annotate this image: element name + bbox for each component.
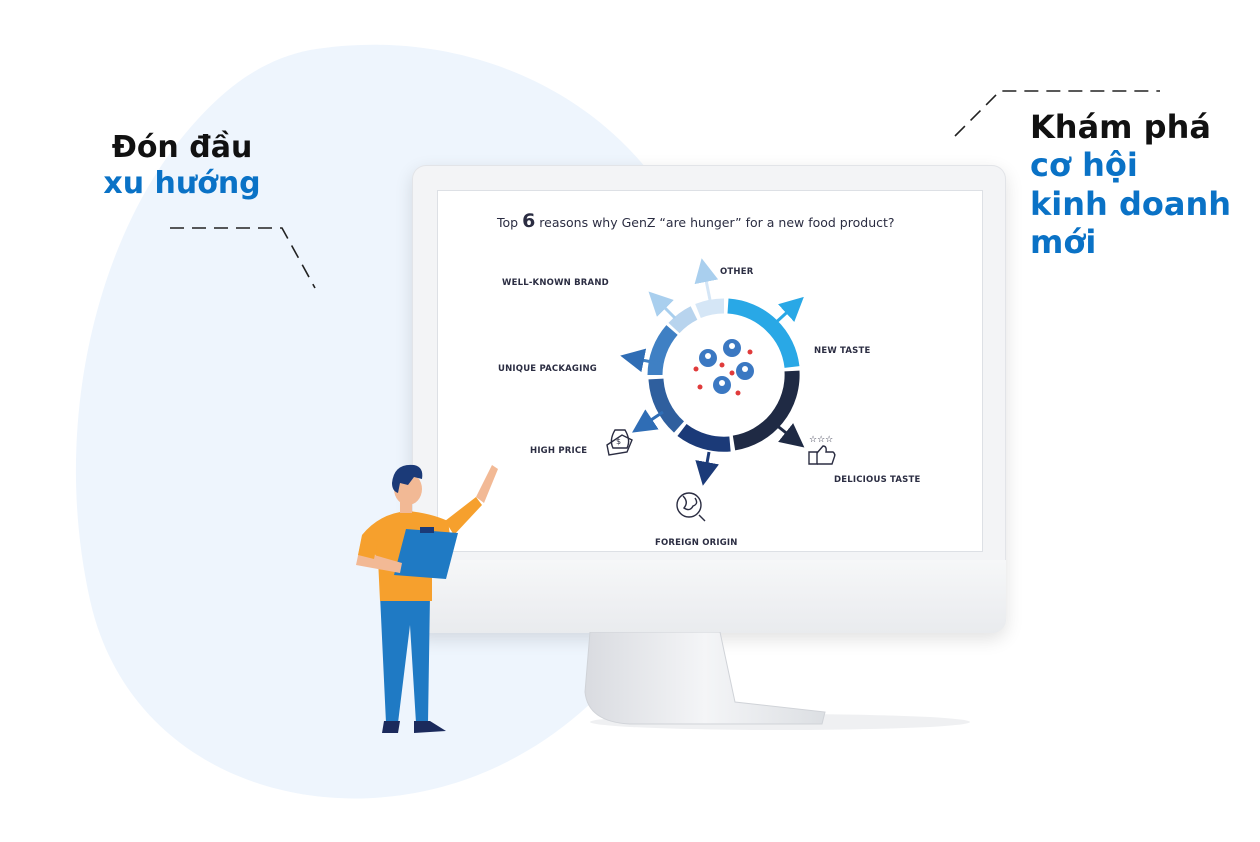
tagline-right-line2: cơ hội (1030, 146, 1138, 185)
ring-segment-foreign-origin (677, 423, 731, 452)
money-bag-icon: $ (606, 429, 633, 456)
ring-segment-high-price (648, 378, 685, 433)
ring-segment-other (695, 298, 725, 319)
chart-title-prefix: Top (497, 215, 519, 230)
reason-foreign-origin: FOREIGN ORIGIN (655, 538, 738, 548)
tagline-left-line1: Đón đầu (111, 130, 253, 165)
ring-segment-unique-packaging (647, 325, 678, 376)
thumbs-up-icon: ☆☆☆ (808, 435, 836, 465)
donut-ring (647, 298, 800, 452)
ring-segment-brand (668, 306, 698, 334)
tagline-left-line2: xu hướng (103, 166, 261, 201)
reasons-diagram: $ ☆☆☆ (606, 258, 836, 522)
user-group-icon (693, 339, 754, 396)
tagline-right-line4: mới (1030, 223, 1097, 262)
presenter-illustration (356, 464, 498, 733)
reason-new-taste: NEW TASTE (814, 346, 871, 356)
monitor-stand (584, 632, 970, 730)
globe-icon (676, 492, 706, 522)
reason-delicious-taste: DELICIOUS TASTE (834, 475, 921, 485)
reason-high-price: HIGH PRICE (530, 446, 588, 456)
reason-other: OTHER (720, 267, 754, 277)
tagline-right-line1: Khám phá (1030, 108, 1211, 146)
svg-text:☆☆☆: ☆☆☆ (809, 435, 833, 445)
tagline-right-line3: kinh doanh (1030, 184, 1231, 223)
tagline-left: Đón đầu xu hướng (82, 130, 282, 202)
monitor-chin (412, 560, 1006, 633)
svg-text:$: $ (616, 437, 621, 446)
monitor-screen (437, 190, 983, 552)
chart-title: Top 6 reasons why GenZ “are hunger” for … (497, 210, 917, 232)
reason-well-known-brand: WELL-KNOWN BRAND (502, 278, 609, 288)
tagline-right: Khám phá cơ hội kinh doanh mới (1030, 108, 1231, 262)
chart-title-suffix: reasons why GenZ “are hunger” for a new … (539, 215, 895, 230)
reason-unique-packaging: UNIQUE PACKAGING (498, 364, 597, 374)
chart-title-number: 6 (522, 210, 536, 232)
ring-segment-delicious-taste (732, 370, 800, 451)
